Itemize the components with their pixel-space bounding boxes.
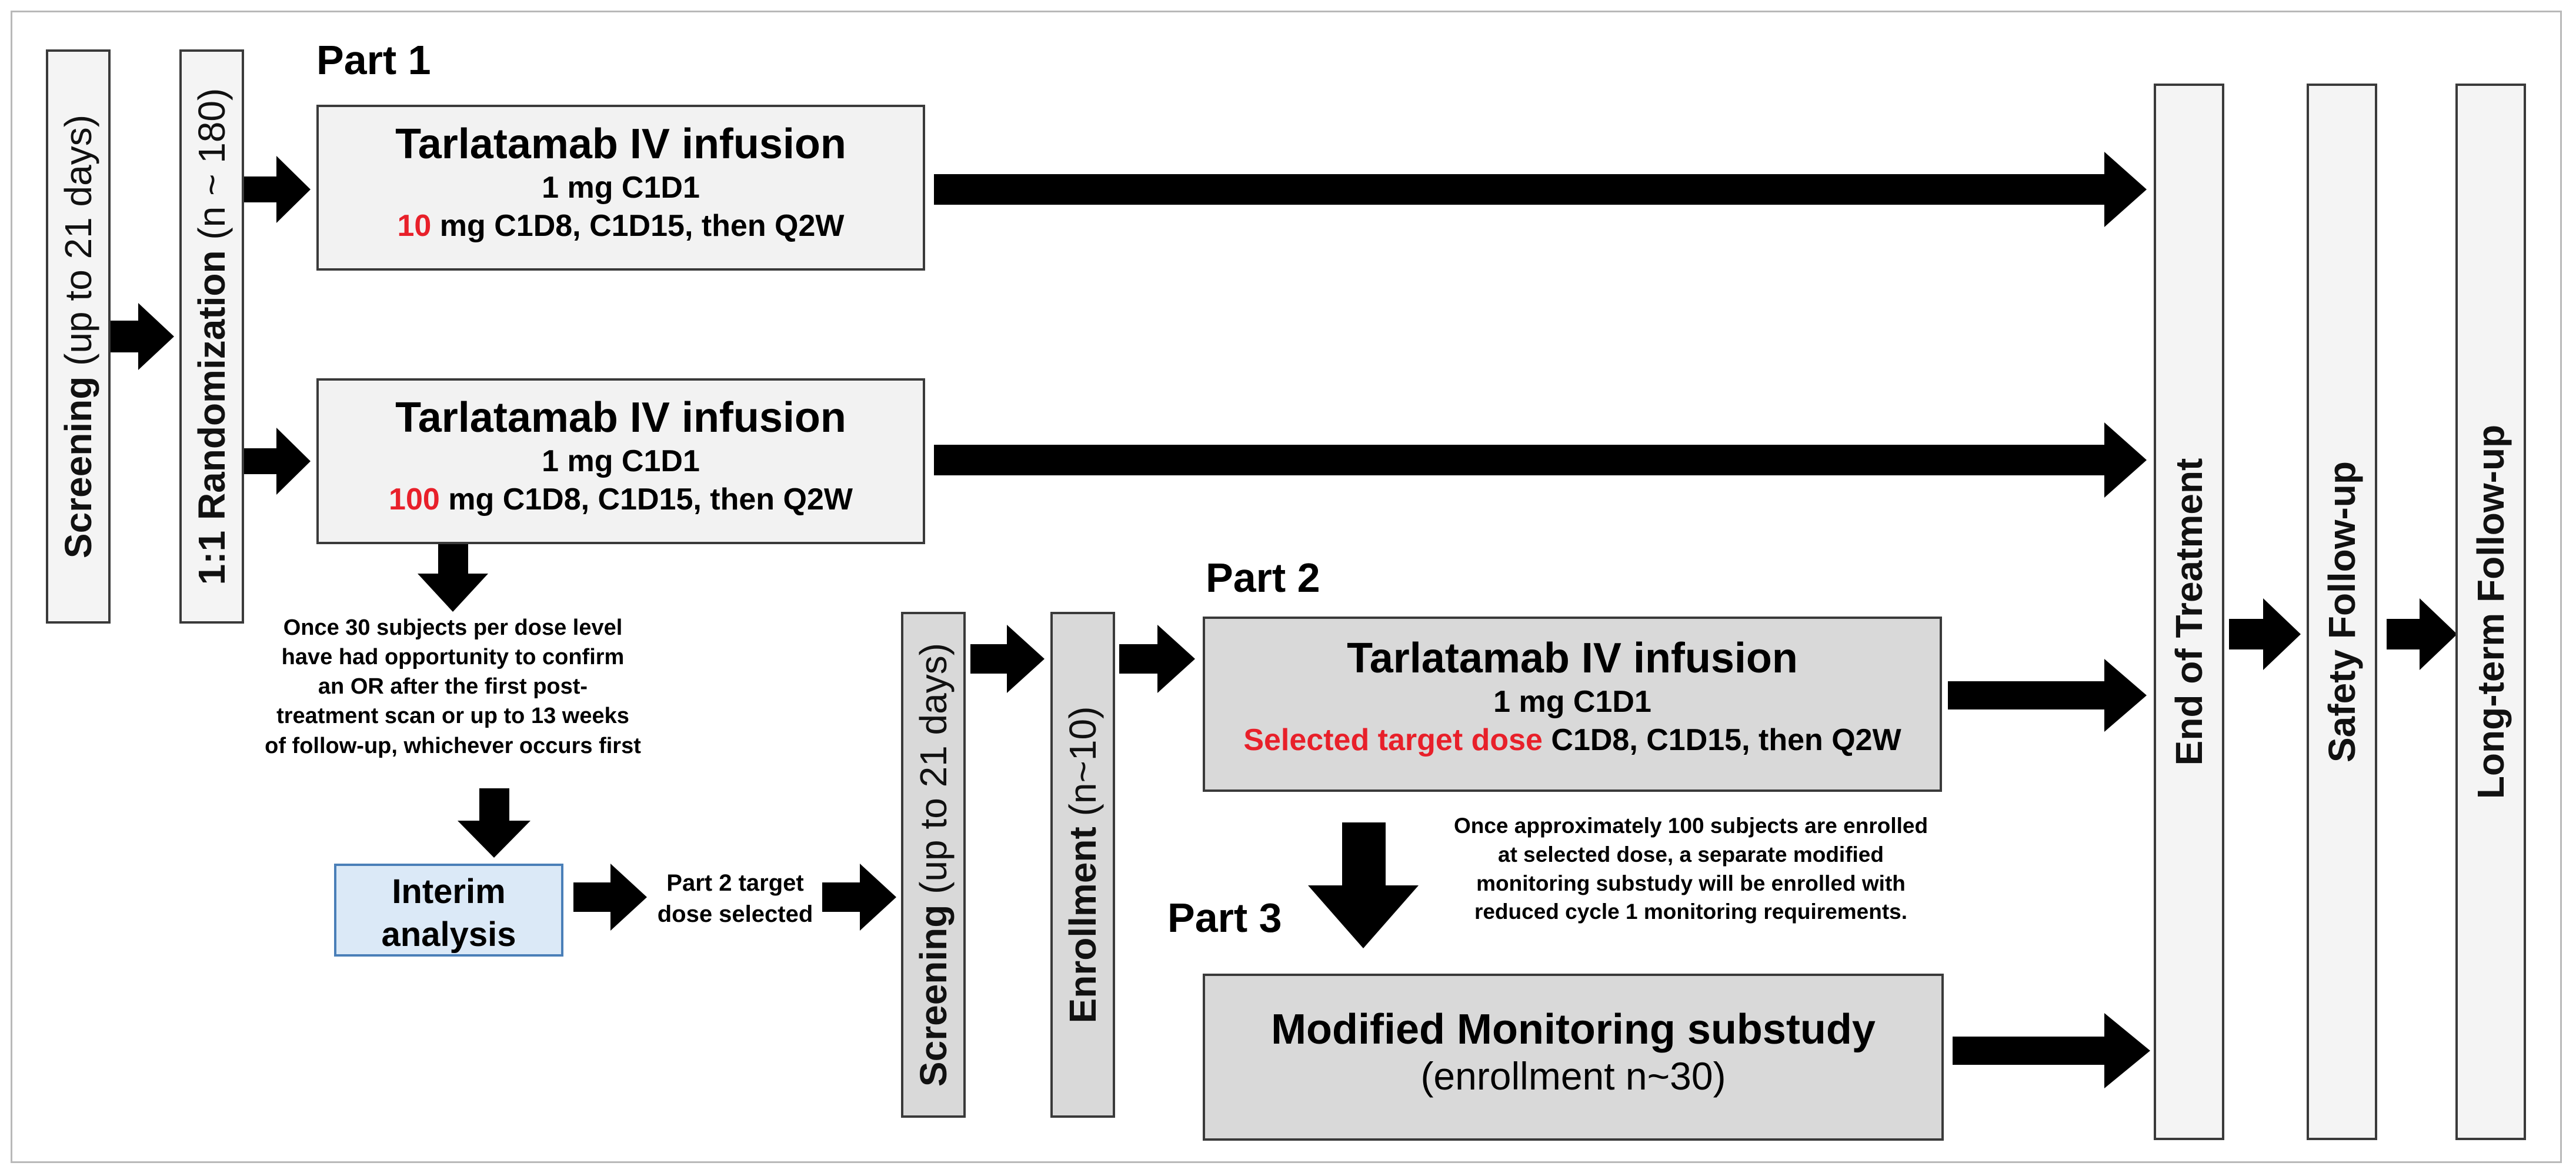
arrow-arm100-to-eot — [934, 422, 2147, 498]
arm-100mg-line2: 100 mg C1D8, C1D15, then Q2W — [389, 482, 853, 517]
figure-frame — [11, 11, 2562, 1163]
arrow-randomization-to-arm100 — [243, 428, 311, 495]
arm-10mg-title: Tarlatamab IV infusion — [395, 121, 846, 168]
part2-dose: Selected target dose — [1243, 722, 1543, 757]
part2-infusion-box: Tarlatamab IV infusion 1 mg C1D1 Selecte… — [1203, 617, 1942, 792]
part2-label: Part 2 — [1206, 555, 1320, 601]
arrow-eot-to-safety — [2229, 598, 2301, 670]
arrow-screening-to-randomization — [111, 303, 174, 370]
arm-100mg-line1: 1 mg C1D1 — [542, 444, 700, 478]
enrollment-label: Enrollment (n~10) — [1062, 706, 1104, 1024]
screening-label: Screening (up to 21 days) — [57, 114, 99, 559]
randomization-label: 1:1 Randomization (n ~ 180) — [191, 88, 233, 585]
part2-title: Tarlatamab IV infusion — [1347, 635, 1798, 682]
arm-10mg-dose: 10 — [397, 208, 432, 243]
arrow-interim-to-target — [573, 864, 647, 931]
arm-100mg-title: Tarlatamab IV infusion — [395, 394, 846, 441]
arrow-note-to-interim — [458, 788, 530, 858]
end-of-treatment-label: End of Treatment — [2168, 458, 2210, 766]
end-of-treatment-box: End of Treatment — [2154, 84, 2224, 1140]
arm-10mg-box: Tarlatamab IV infusion 1 mg C1D1 10 mg C… — [316, 105, 925, 271]
substudy-note: Once approximately 100 subjects are enro… — [1453, 814, 1928, 924]
safety-followup-box: Safety Follow-up — [2307, 84, 2377, 1140]
arrow-safety-to-longterm — [2387, 598, 2457, 670]
substudy-title: Modified Monitoring substudy — [1271, 1006, 1876, 1053]
arrow-part2-to-eot — [1948, 659, 2147, 732]
interim-analysis-box: Interim analysis — [334, 864, 563, 957]
arm-100mg-dose: 100 — [389, 482, 440, 517]
arm-10mg-line2: 10 mg C1D8, C1D15, then Q2W — [397, 208, 845, 243]
screening-part2-label: Screening (up to 21 days) — [912, 642, 955, 1087]
substudy-box: Modified Monitoring substudy (enrollment… — [1203, 974, 1944, 1141]
longterm-followup-label: Long-term Follow-up — [2470, 424, 2512, 799]
part2-line2: Selected target dose C1D8, C1D15, then Q… — [1243, 722, 1901, 757]
arrow-randomization-to-arm10 — [243, 156, 311, 223]
arrow-screening2-to-enrollment — [970, 625, 1045, 693]
part1-label: Part 1 — [316, 37, 431, 83]
arrow-enrollment-to-part2 — [1119, 625, 1195, 693]
part2-line1: 1 mg C1D1 — [1493, 684, 1651, 719]
screening-part2-box: Screening (up to 21 days) — [901, 612, 966, 1118]
part3-label: Part 3 — [1167, 895, 1282, 941]
safety-followup-label: Safety Follow-up — [2321, 461, 2363, 762]
target-dose-note: Part 2 target dose selected — [657, 870, 813, 927]
arm-100mg-box: Tarlatamab IV infusion 1 mg C1D1 100 mg … — [316, 378, 925, 544]
screening-box: Screening (up to 21 days) — [46, 49, 111, 624]
enrollment-box: Enrollment (n~10) — [1050, 612, 1115, 1118]
randomization-box: 1:1 Randomization (n ~ 180) — [179, 49, 244, 624]
longterm-followup-box: Long-term Follow-up — [2455, 84, 2526, 1140]
arrow-part2-to-substudy — [1308, 822, 1419, 948]
interim-criteria-note: Once 30 subjects per dose level have had… — [265, 615, 641, 758]
arrow-arm10-to-eot — [934, 152, 2147, 227]
arm-10mg-line1: 1 mg C1D1 — [542, 170, 700, 205]
arrow-arm100-down — [418, 544, 488, 612]
arrow-substudy-to-eot — [1953, 1013, 2150, 1088]
arrow-target-to-screening2 — [822, 864, 896, 931]
substudy-subtitle: (enrollment n~30) — [1420, 1054, 1726, 1098]
